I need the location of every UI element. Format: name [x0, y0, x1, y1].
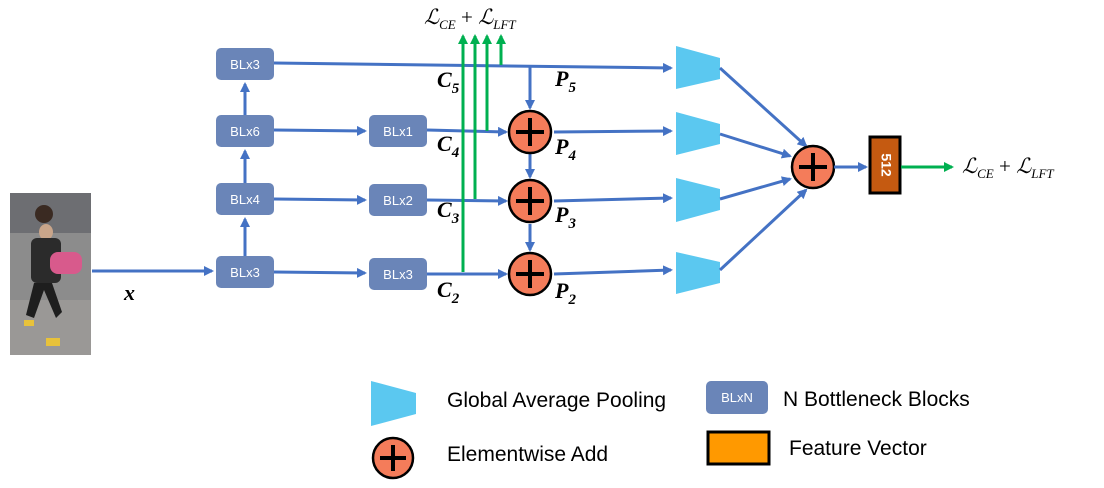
loss-arrows — [458, 34, 506, 272]
block-bu-mid-label: BLx6 — [230, 124, 260, 139]
block-bu-low: BLx4 — [216, 183, 274, 215]
legend-gap: Global Average Pooling — [371, 381, 666, 426]
block-td-3-label: BLx2 — [383, 193, 413, 208]
legend-feature-icon — [706, 430, 771, 466]
add-node-p3 — [507, 178, 553, 224]
to-gap-arrows — [553, 126, 673, 276]
block-bu-bottom: BLx3 — [216, 256, 274, 288]
block-td-2-label: BLx3 — [383, 267, 413, 282]
c2-label: C2 — [437, 277, 460, 307]
c4-label: C4 — [437, 131, 460, 161]
block-bu-mid: BLx6 — [216, 115, 274, 147]
add-node-final — [790, 144, 836, 190]
feature-vector: 512 — [868, 135, 902, 195]
legend-block-icon — [706, 381, 768, 414]
block-bu-bottom-label: BLx3 — [230, 265, 260, 280]
backbone-arrows — [92, 82, 250, 276]
block-td-3: BLx2 — [369, 184, 427, 216]
block-td-4: BLx1 — [369, 115, 427, 147]
legend-block-sample: BLxN — [721, 390, 753, 405]
block-bu-top-label: BLx3 — [230, 57, 260, 72]
gap-p2 — [676, 252, 720, 294]
top-loss-label: ℒCE + ℒLFT — [424, 5, 516, 32]
gap-p4 — [676, 112, 720, 155]
p3-label: P3 — [554, 202, 576, 232]
c5-label: C5 — [437, 67, 460, 97]
right-loss-label: ℒCE + ℒLFT — [962, 154, 1054, 181]
lateral-arrows — [273, 61, 673, 279]
p2-label: P2 — [554, 278, 576, 308]
block-bu-top: BLx3 — [216, 48, 274, 80]
legend-block: BLxN N Bottleneck Blocks — [706, 381, 970, 414]
feature-vector-dim: 512 — [878, 153, 894, 177]
gap-to-sum-arrows — [718, 66, 808, 272]
legend-feature: Feature Vector — [706, 430, 927, 466]
legend-block-label: N Bottleneck Blocks — [783, 388, 970, 411]
add-node-p4 — [507, 109, 553, 155]
p5-label: P5 — [554, 66, 576, 96]
legend-add: Elementwise Add — [371, 436, 608, 480]
legend: Global Average Pooling BLxN N Bottleneck… — [371, 381, 970, 480]
gap-p5 — [676, 46, 720, 89]
input-x-label: x — [123, 280, 135, 305]
p4-label: P4 — [554, 134, 576, 164]
legend-feature-label: Feature Vector — [789, 437, 927, 460]
block-td-2: BLx3 — [369, 258, 427, 290]
c3-label: C3 — [437, 197, 460, 227]
block-td-4-label: BLx1 — [383, 124, 413, 139]
gap-p3 — [676, 178, 720, 222]
block-bu-low-label: BLx4 — [230, 192, 260, 207]
legend-gap-label: Global Average Pooling — [447, 389, 666, 412]
legend-gap-icon — [371, 381, 416, 426]
input-person-image — [10, 193, 91, 355]
legend-add-label: Elementwise Add — [447, 443, 608, 466]
add-node-p2 — [507, 251, 553, 297]
